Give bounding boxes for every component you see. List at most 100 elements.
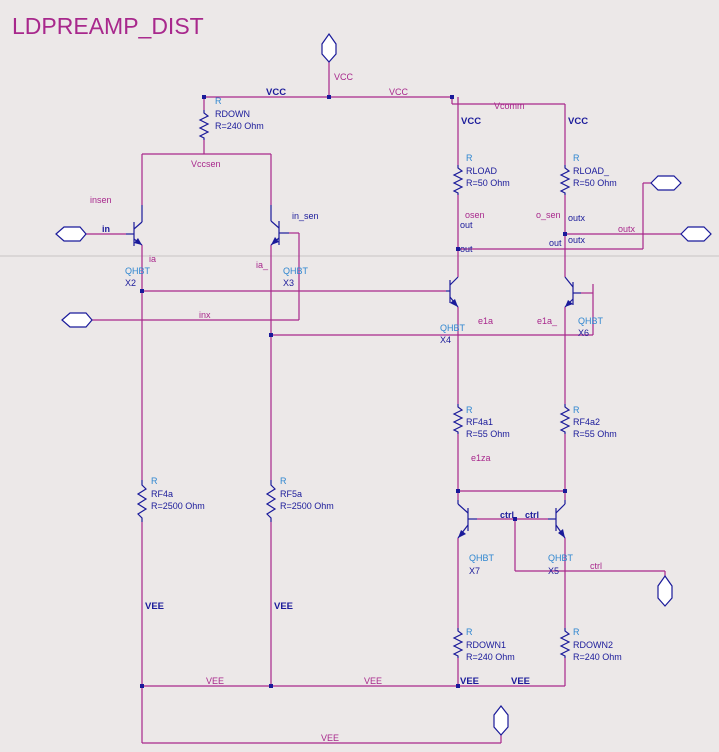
rload-bar-resistor-icon[interactable]	[559, 165, 571, 195]
net-label-in-sen: in_sen	[292, 211, 319, 221]
rf4a-type: R	[151, 476, 158, 486]
rf5a-name: RF5a	[280, 489, 302, 499]
vcc-port-icon[interactable]	[321, 32, 337, 63]
rdown-value: R=240 Ohm	[215, 121, 264, 131]
rf4a1-label: R RF4a1 R=55 Ohm	[466, 405, 510, 439]
rf4a-resistor-icon[interactable]	[136, 480, 148, 522]
x3-transistor-icon[interactable]	[270, 205, 289, 246]
inx-port-icon[interactable]	[61, 312, 93, 328]
x6-label: QHBT X6	[578, 316, 604, 338]
rload-type: R	[466, 153, 473, 163]
net-label-ctrl-port: ctrl	[590, 561, 602, 571]
net-label-osen: osen	[465, 210, 485, 220]
rdown1-value: R=240 Ohm	[466, 652, 515, 662]
in-port-icon[interactable]	[55, 226, 87, 242]
net-label-vcc-rload-bar: VCC	[568, 116, 588, 127]
rf4a2-name: RF4a2	[573, 417, 600, 427]
x7-model: QHBT	[469, 553, 495, 563]
net-label-e1a-bar: e1a_	[537, 316, 558, 326]
rf4a1-type: R	[466, 405, 473, 415]
rf4a2-type: R	[573, 405, 580, 415]
x6-transistor-icon[interactable]	[564, 276, 581, 308]
rload-bar-label: R RLOAD_ R=50 Ohm	[573, 153, 617, 188]
net-label-ctrl-right: ctrl	[525, 510, 539, 520]
rdown2-type: R	[573, 627, 580, 637]
net-label-o-sen: o_sen	[536, 210, 561, 220]
x3-label: QHBT X3	[283, 266, 309, 288]
rdown1-label: R RDOWN1 R=240 Ohm	[466, 627, 515, 662]
x6-name: X6	[578, 328, 589, 338]
net-label-vee-rail-mid: VEE	[364, 676, 382, 686]
net-label-outx-upper: outx	[568, 213, 586, 223]
x7-transistor-icon[interactable]	[457, 500, 477, 539]
outx-port-icon[interactable]	[680, 226, 712, 242]
net-label-e1za: e1za	[471, 453, 491, 463]
net-label-out-upper: out	[460, 220, 473, 230]
net-label-ctrl-left: ctrl	[500, 510, 514, 520]
vee-port-icon[interactable]	[493, 705, 509, 736]
osen-port-icon[interactable]	[650, 175, 682, 191]
rf4a1-resistor-icon[interactable]	[452, 404, 464, 434]
rf5a-value: R=2500 Ohm	[280, 501, 334, 511]
rf4a-label: R RF4a R=2500 Ohm	[151, 476, 205, 511]
rload-resistor-icon[interactable]	[452, 165, 464, 195]
x7-name: X7	[469, 566, 480, 576]
net-label-outx-lower: outx	[568, 235, 586, 245]
x7-label: QHBT X7	[469, 553, 495, 576]
rf5a-label: R RF5a R=2500 Ohm	[280, 476, 334, 511]
junction-dots	[140, 95, 567, 688]
ctrl-port-icon[interactable]	[657, 574, 673, 607]
rdown-resistor-icon[interactable]	[198, 110, 210, 140]
x4-transistor-icon[interactable]	[446, 276, 459, 308]
x3-model: QHBT	[283, 266, 309, 276]
net-label-vcc-port: VCC	[334, 72, 354, 82]
net-label-vcc-rail-left: VCC	[266, 87, 286, 98]
x4-model: QHBT	[440, 323, 466, 333]
rf5a-type: R	[280, 476, 287, 486]
net-label-insen: insen	[90, 195, 112, 205]
rf4a2-label: R RF4a2 R=55 Ohm	[573, 405, 617, 439]
x2-transistor-icon[interactable]	[126, 205, 143, 246]
x4-label: QHBT X4	[440, 323, 466, 345]
net-label-ia-bar: ia_	[256, 260, 269, 270]
x5-name: X5	[548, 566, 559, 576]
x2-name: X2	[125, 278, 136, 288]
rload-label: R RLOAD R=50 Ohm	[466, 153, 510, 188]
rf4a1-name: RF4a1	[466, 417, 493, 427]
rdown2-label: R RDOWN2 R=240 Ohm	[573, 627, 622, 662]
rload-bar-type: R	[573, 153, 580, 163]
rdown1-name: RDOWN1	[466, 640, 506, 650]
rf5a-resistor-icon[interactable]	[265, 480, 277, 522]
rf4a-name: RF4a	[151, 489, 173, 499]
wires	[86, 62, 681, 744]
net-label-vcomm: Vcomm	[494, 101, 525, 111]
net-label-outx-port: outx	[618, 224, 636, 234]
net-label-vee-rf4a: VEE	[145, 601, 164, 612]
rload-bar-name: RLOAD_	[573, 166, 610, 176]
net-label-vee-bottom: VEE	[321, 733, 339, 743]
net-label-vee-rf5a: VEE	[274, 601, 293, 612]
net-label-vee-rdown1: VEE	[460, 676, 479, 687]
rf4a2-value: R=55 Ohm	[573, 429, 617, 439]
net-label-out-left: out	[460, 244, 473, 254]
net-label-vcc-rload: VCC	[461, 116, 481, 127]
x5-transistor-icon[interactable]	[548, 500, 566, 539]
rdown2-value: R=240 Ohm	[573, 652, 622, 662]
x3-name: X3	[283, 278, 294, 288]
rf4a1-value: R=55 Ohm	[466, 429, 510, 439]
rload-name: RLOAD	[466, 166, 498, 176]
net-label-in: in	[102, 224, 110, 234]
rf4a2-resistor-icon[interactable]	[559, 404, 571, 434]
rdown-type: R	[215, 96, 222, 106]
x5-model: QHBT	[548, 553, 574, 563]
rload-bar-value: R=50 Ohm	[573, 178, 617, 188]
net-label-vee-rail-left: VEE	[206, 676, 224, 686]
rdown2-resistor-icon[interactable]	[559, 628, 571, 658]
x2-model: QHBT	[125, 266, 151, 276]
rdown-name: RDOWN	[215, 109, 250, 119]
net-label-vccsen: Vccsen	[191, 159, 221, 169]
rf4a-value: R=2500 Ohm	[151, 501, 205, 511]
rdown1-resistor-icon[interactable]	[452, 628, 464, 658]
net-label-out-right: out	[549, 238, 562, 248]
